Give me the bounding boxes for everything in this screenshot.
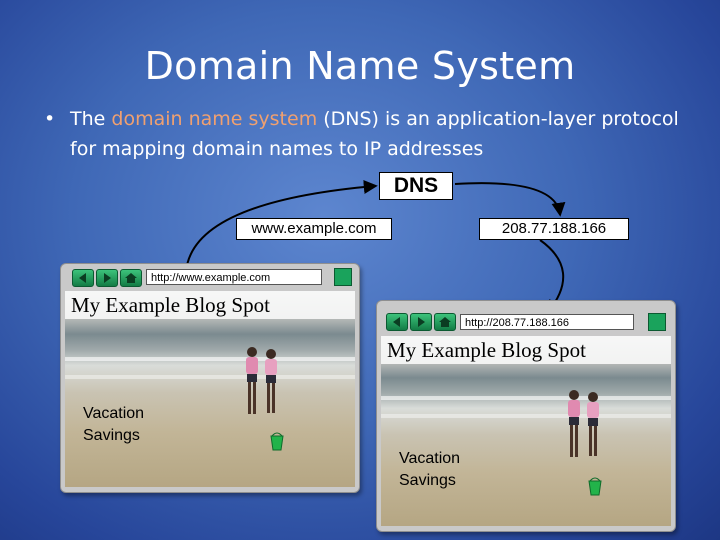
sidebar-vacation-savings: Vacation Savings bbox=[83, 403, 144, 447]
sidebar-line-1: Vacation bbox=[83, 405, 145, 422]
domain-name-box: www.example.com bbox=[236, 218, 392, 240]
go-button-icon[interactable] bbox=[334, 268, 352, 286]
home-icon[interactable] bbox=[120, 269, 142, 287]
arrow-dns-to-ip bbox=[454, 182, 566, 217]
dns-server-box: DNS bbox=[379, 172, 453, 200]
sidebar-line-1: Vacation bbox=[399, 450, 461, 467]
blog-title: My Example Blog Spot bbox=[381, 336, 671, 364]
beach-figures-image bbox=[568, 390, 599, 457]
bullet-point: • The domain name system (DNS) is an app… bbox=[44, 104, 684, 164]
ip-address-box: 208.77.188.166 bbox=[479, 218, 629, 240]
sidebar-vacation-savings: Vacation Savings bbox=[399, 448, 460, 492]
bullet-dot-icon: • bbox=[44, 108, 56, 130]
bucket-icon bbox=[588, 477, 602, 496]
bullet-text-prefix: The bbox=[70, 108, 112, 130]
back-arrow-icon[interactable] bbox=[72, 269, 94, 287]
wave-decoration bbox=[381, 414, 671, 418]
wave-decoration bbox=[65, 357, 355, 361]
go-button-icon[interactable] bbox=[648, 313, 666, 331]
wave-decoration bbox=[65, 375, 355, 379]
web-page-content: My Example Blog Spot Vacation Savings bbox=[65, 291, 355, 487]
bullet-text: The domain name system (DNS) is an appli… bbox=[44, 104, 684, 164]
beach-figures-image bbox=[246, 347, 277, 414]
forward-arrow-icon[interactable] bbox=[96, 269, 118, 287]
sidebar-line-2: Savings bbox=[399, 472, 456, 489]
bullet-highlight: domain name system bbox=[111, 108, 318, 130]
forward-arrow-icon[interactable] bbox=[410, 313, 432, 331]
address-bar[interactable]: http://www.example.com bbox=[146, 269, 322, 285]
browser-window-domain: http://www.example.com My Example Blog S… bbox=[60, 263, 360, 493]
bucket-icon bbox=[270, 432, 284, 451]
sidebar-line-2: Savings bbox=[83, 427, 140, 444]
wave-decoration bbox=[381, 396, 671, 400]
bullet-text-suffix: (DNS) is an application-layer protocol f… bbox=[70, 108, 679, 160]
blog-title: My Example Blog Spot bbox=[65, 291, 355, 319]
home-icon[interactable] bbox=[434, 313, 456, 331]
slide-title: Domain Name System bbox=[144, 44, 576, 88]
web-page-content: My Example Blog Spot Vacation Savings bbox=[381, 336, 671, 526]
address-bar[interactable]: http://208.77.188.166 bbox=[460, 314, 634, 330]
browser-window-ip: http://208.77.188.166 My Example Blog Sp… bbox=[376, 300, 676, 532]
arrow-browser-to-dns bbox=[185, 180, 378, 273]
back-arrow-icon[interactable] bbox=[386, 313, 408, 331]
